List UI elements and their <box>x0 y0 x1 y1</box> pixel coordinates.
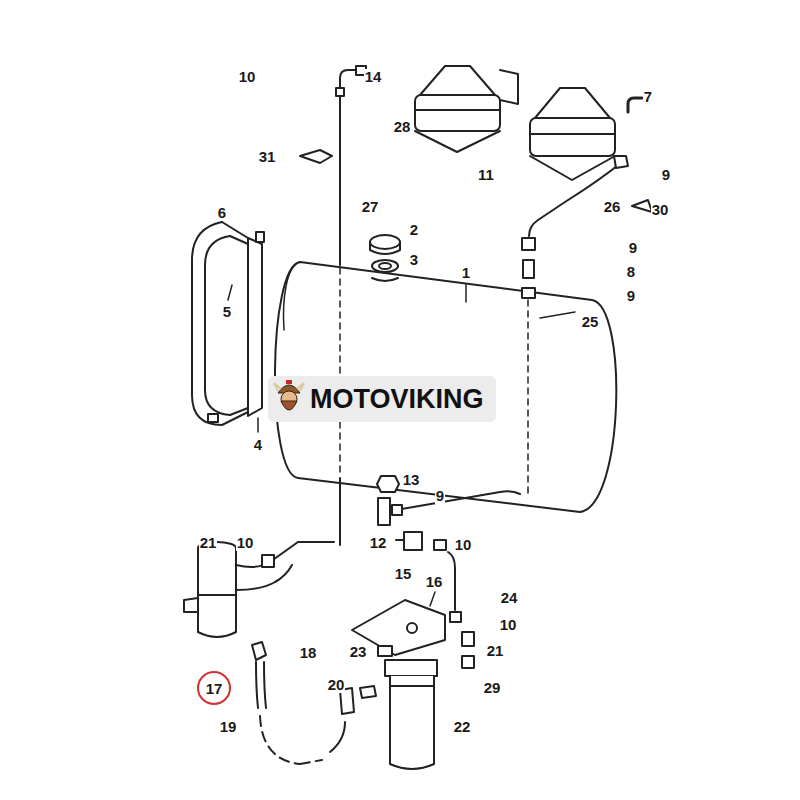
callout-number: 9 <box>661 167 671 183</box>
callout-number: 4 <box>253 437 263 453</box>
callout-number: 22 <box>453 719 472 735</box>
callout-number: 21 <box>486 643 505 659</box>
callout-number: 10 <box>238 69 257 85</box>
callout-number: 15 <box>394 566 413 582</box>
watermark-text: MOTOVIKING <box>310 383 484 415</box>
callout-number: 27 <box>361 199 380 215</box>
callout-number: 23 <box>349 644 368 660</box>
callout-number: 17 <box>206 680 223 697</box>
callout-number: 28 <box>393 119 412 135</box>
callout-number: 19 <box>219 719 238 735</box>
callout-number: 31 <box>258 149 277 165</box>
callout-number: 9 <box>628 240 638 256</box>
callout-number: 3 <box>409 252 419 268</box>
callout-number: 14 <box>364 69 383 85</box>
callout-number: 10 <box>454 537 473 553</box>
callout-number: 18 <box>299 645 318 661</box>
callout-number: 20 <box>327 677 346 693</box>
callout-number: 12 <box>369 535 388 551</box>
callout-number: 5 <box>222 304 232 320</box>
callout-number: 29 <box>483 680 502 696</box>
highlight-circle: 17 <box>197 671 231 705</box>
callout-number: 16 <box>425 574 444 590</box>
callout-number: 30 <box>651 202 670 218</box>
callout-number: 10 <box>236 535 255 551</box>
callout-number: 26 <box>603 199 622 215</box>
callout-number: 1 <box>461 265 471 281</box>
logo-icon <box>272 379 306 419</box>
callout-number: 6 <box>217 205 227 221</box>
callout-number: 9 <box>435 488 445 504</box>
callout-number: 21 <box>199 535 218 551</box>
callout-number: 2 <box>409 222 419 238</box>
watermark-banner: MOTOVIKING <box>268 376 496 422</box>
callout-number: 10 <box>499 617 518 633</box>
callout-number: 9 <box>626 288 636 304</box>
callout-number: 7 <box>643 89 653 105</box>
callout-number: 13 <box>402 472 421 488</box>
callout-number: 11 <box>477 167 495 183</box>
callout-number: 25 <box>581 314 600 330</box>
callout-number: 8 <box>626 264 636 280</box>
callout-number: 24 <box>500 590 519 606</box>
